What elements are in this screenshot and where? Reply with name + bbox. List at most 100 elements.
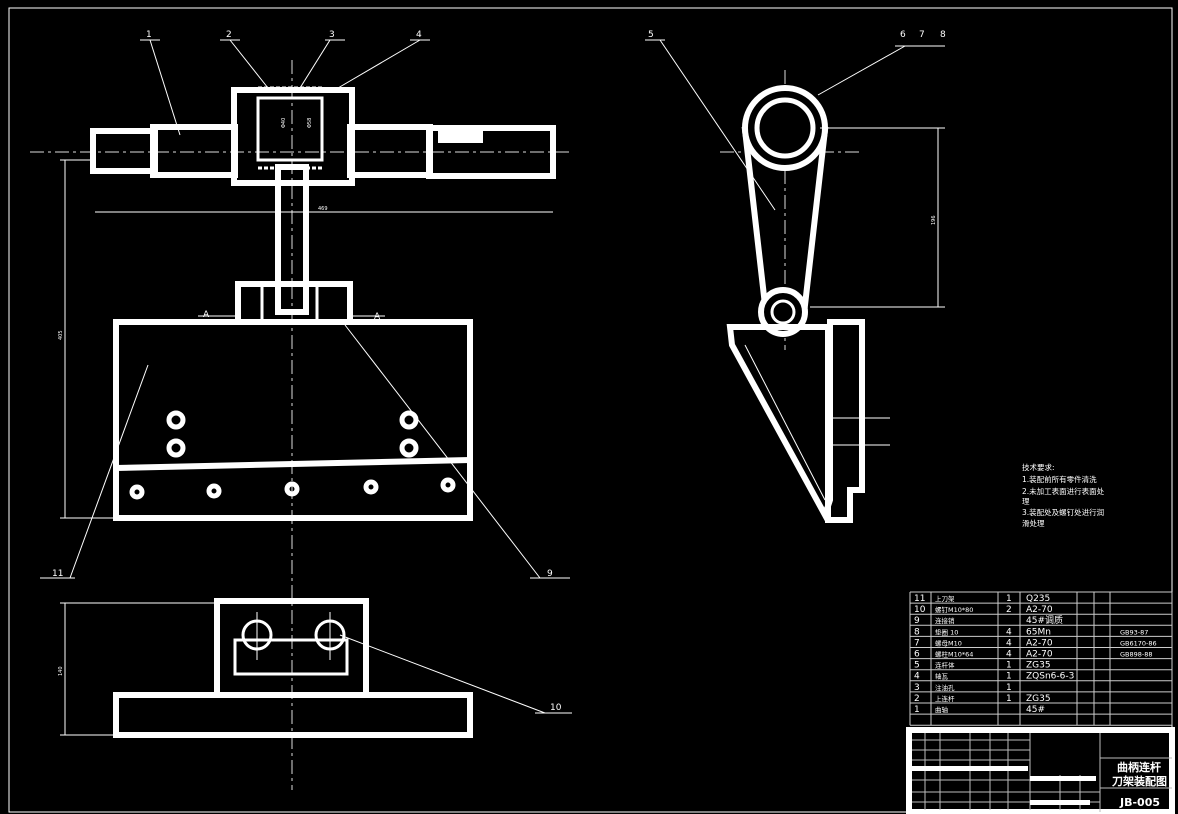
bom-no: 3	[914, 683, 920, 693]
bom-no: 8	[914, 627, 920, 637]
bom-row: 5 连杆体 1 ZG35	[914, 661, 1051, 671]
bom-no: 4	[914, 672, 920, 682]
part-balloons	[40, 39, 945, 714]
bom-qty: 4	[1006, 650, 1012, 660]
balloon-labels: 1 2 3 4 5 6 7 8 9 10 11	[52, 30, 946, 713]
side-bracket	[726, 319, 865, 523]
bom-no: 5	[914, 661, 920, 671]
shaft-left-end	[90, 128, 158, 174]
bom-name: 曲轴	[935, 705, 949, 714]
bom-qty: 4	[1006, 638, 1012, 648]
bom-name: 上连杆	[935, 694, 955, 703]
svg-text:1.装配前所有零件清洗: 1.装配前所有零件清洗	[1022, 474, 1097, 484]
drawing-title: 曲柄连杆	[1117, 760, 1161, 774]
svg-text:理: 理	[1022, 497, 1030, 506]
svg-text:技术要求:: 技术要求:	[1022, 462, 1055, 472]
dim-140: 140	[58, 666, 64, 676]
bom-qty: 1	[1006, 661, 1012, 671]
bom-material: Q235	[1026, 594, 1050, 604]
bom-material: ZQSn6-6-3	[1026, 672, 1074, 682]
svg-text:2: 2	[226, 30, 232, 40]
bom-material: 45#	[1026, 705, 1045, 715]
bom-material: 65Mn	[1026, 627, 1051, 637]
bom-name: 注油孔	[935, 683, 955, 692]
blade-edge	[115, 457, 471, 471]
technical-requirements: 技术要求: 1.装配前所有零件清洗 2.未加工表面进行表面处 理 3.装配处及螺…	[1022, 462, 1105, 528]
bom-name: 螺柱M10*64	[935, 650, 973, 659]
bom-material: ZG35	[1026, 694, 1051, 704]
bom-standard: GB898-88	[1120, 651, 1153, 659]
bom-no: 9	[914, 616, 920, 626]
bom-name: 连杆体	[935, 661, 955, 670]
svg-text:6: 6	[900, 30, 906, 40]
rod-clamp	[235, 281, 353, 325]
bom-material: 45#调质	[1026, 614, 1063, 626]
bom-row: 2 上连杆 1 ZG35	[914, 694, 1051, 704]
bom-row: 4 轴瓦 1 ZQSn6-6-3	[914, 672, 1074, 682]
small-end	[758, 287, 808, 337]
bom-qty: 1	[1006, 594, 1012, 604]
svg-text:11: 11	[52, 569, 63, 579]
bom-no: 2	[914, 694, 920, 704]
bom-qty: 1	[1006, 694, 1012, 704]
svg-text:3: 3	[329, 30, 335, 40]
svg-text:7: 7	[919, 30, 925, 40]
bom-row: 3 注油孔 1	[914, 683, 1012, 693]
shaft-right	[347, 124, 433, 178]
svg-text:10: 10	[550, 703, 562, 713]
svg-text:9: 9	[547, 569, 553, 579]
bom-no: 7	[914, 638, 920, 648]
dim-bore-left: Φ40	[281, 118, 287, 128]
bearing-bore	[256, 96, 324, 162]
bom-material: A2-70	[1026, 650, 1053, 660]
bom-qty: 4	[1006, 627, 1012, 637]
bom-no: 6	[914, 650, 920, 660]
bom-name: 螺钉M10*80	[935, 605, 973, 614]
bom-row: 8 垫圈 10 4 65Mn GB93-87	[914, 627, 1148, 637]
svg-text:滑处理: 滑处理	[1022, 518, 1045, 528]
svg-text:4: 4	[416, 30, 422, 40]
bom-qty: 2	[1006, 605, 1012, 615]
section-marker-right: A	[374, 312, 381, 322]
shaft-left	[150, 124, 238, 178]
clamp-plate	[233, 638, 349, 676]
bom-row: 10 螺钉M10*80 2 A2-70	[914, 605, 1053, 615]
bom-material: A2-70	[1026, 638, 1053, 648]
bearing-shell	[754, 97, 816, 159]
bom-no: 10	[914, 605, 926, 615]
bom-name: 轴瓦	[935, 672, 949, 681]
bom-name: 螺母M10	[935, 638, 962, 647]
dim-bore-right: Φ58	[307, 118, 313, 128]
svg-text:2.未加工表面进行表面处: 2.未加工表面进行表面处	[1022, 486, 1105, 496]
bolt-holes	[129, 410, 456, 500]
svg-text:1: 1	[146, 30, 152, 40]
bom-name: 上刀架	[935, 594, 955, 603]
svg-text:8: 8	[940, 30, 946, 40]
keyway	[438, 131, 483, 143]
bom-qty: 1	[1006, 672, 1012, 682]
bom-name: 垫圈 10	[935, 627, 958, 636]
title-block: 曲柄连杆 刀架装配图 JB-005	[906, 727, 1175, 814]
drawing-number: JB-005	[1119, 796, 1160, 809]
dim-405: 405	[58, 330, 64, 340]
bom-standard: GB93-87	[1120, 628, 1148, 636]
front-view: 469 Φ40 Φ58 A A 405	[30, 60, 570, 790]
connecting-rod-stem	[275, 164, 309, 315]
upper-tool-holder	[113, 319, 473, 521]
section-marker-left: A	[203, 310, 210, 320]
svg-text:5: 5	[648, 30, 654, 40]
bom-material: A2-70	[1026, 605, 1053, 615]
bom-qty: 1	[1006, 683, 1012, 693]
bom-material: ZG35	[1026, 661, 1051, 671]
dim-196: 196	[931, 215, 937, 225]
drawing-frame	[8, 7, 1173, 813]
bom-row: 6 螺柱M10*64 4 A2-70 GB898-88	[914, 650, 1153, 660]
drawing-subtitle: 刀架装配图	[1112, 774, 1167, 788]
bottom-view: 140	[58, 598, 473, 738]
